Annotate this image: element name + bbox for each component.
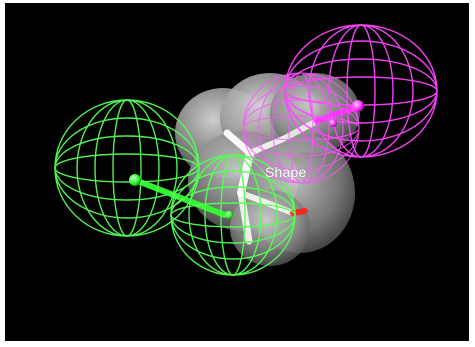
magenta-sphere-center [329, 119, 337, 127]
green-sphere-center [225, 211, 233, 219]
magenta-sphere-icon [242, 72, 360, 184]
green-sphere-icon [170, 154, 296, 276]
green-sphere-center [129, 174, 141, 186]
scene-svg [54, 24, 438, 276]
shape-label: Shape [265, 164, 307, 180]
render-scene[interactable]: Shape [5, 3, 469, 341]
green-sphere-icon [54, 99, 200, 237]
magenta-sphere-icon [284, 24, 438, 158]
